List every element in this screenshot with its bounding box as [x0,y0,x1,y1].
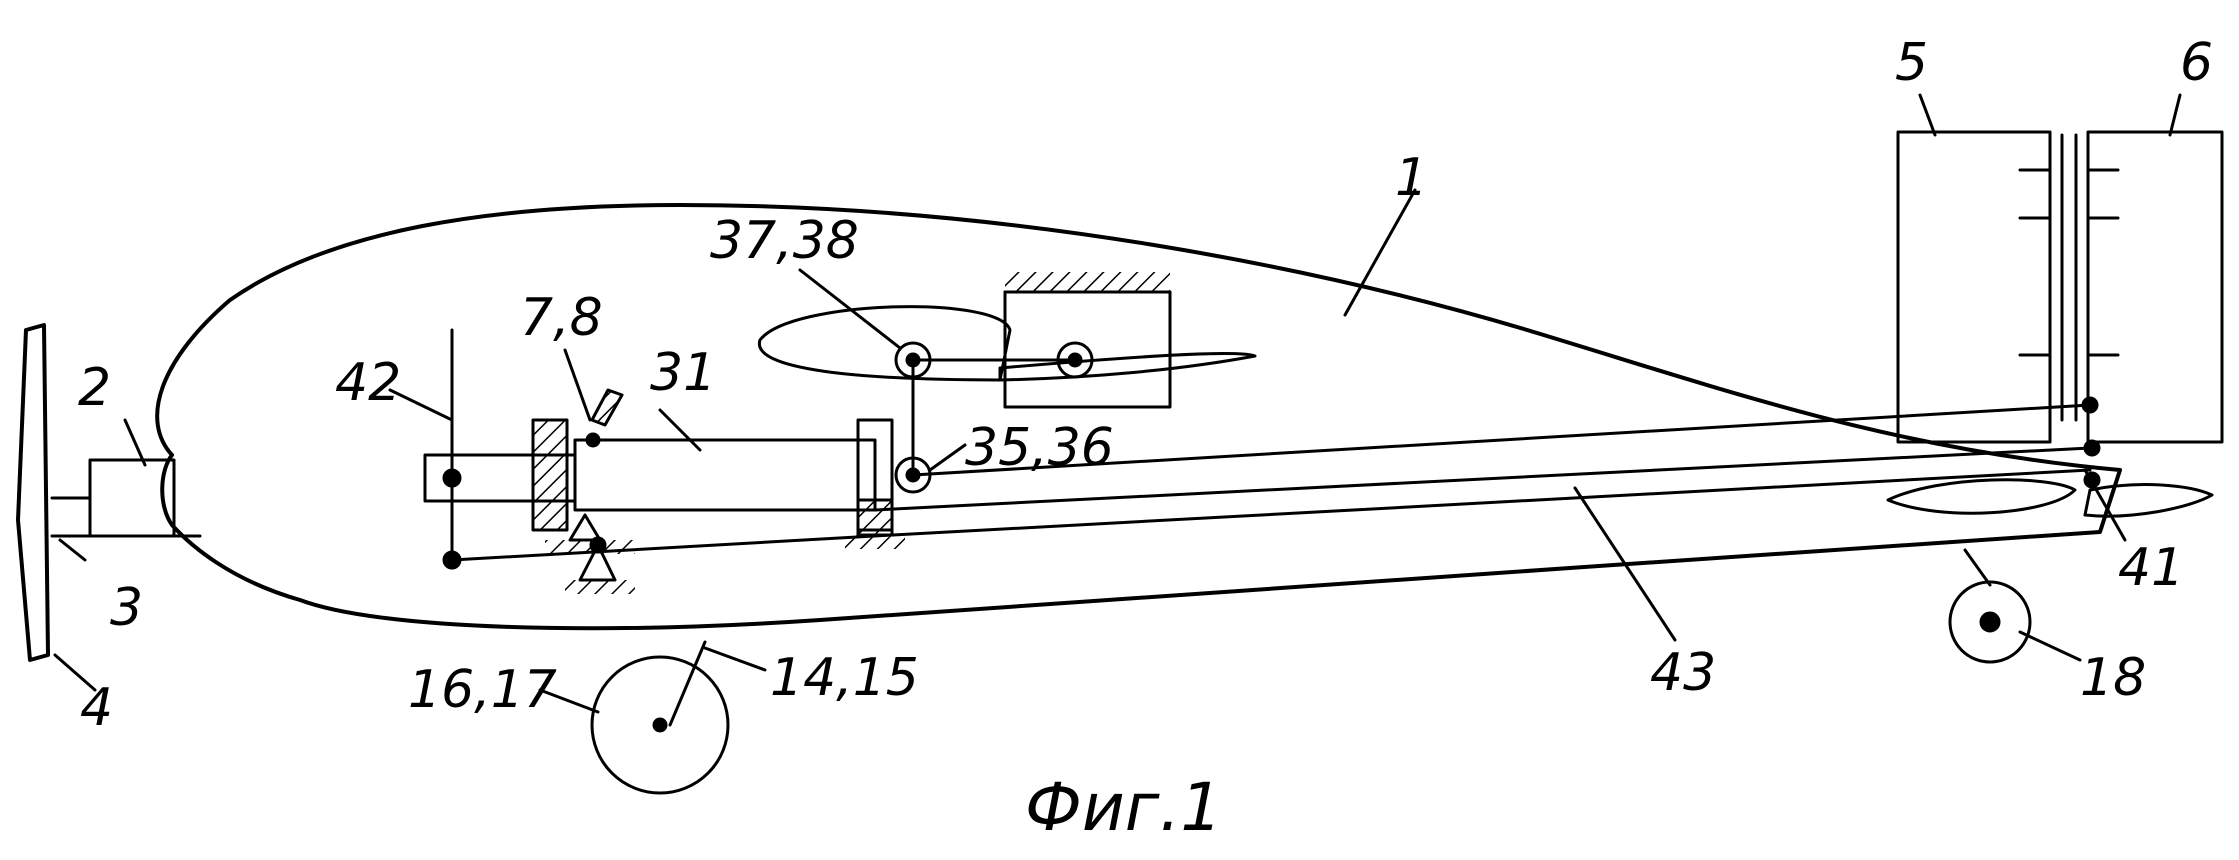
label-6: 6 [2180,33,2213,93]
label-37-38: 37,38 [710,211,859,271]
label-3: 3 [110,578,143,638]
ground-hatch-mid [565,580,635,594]
leader-37-38 [800,270,900,348]
wing-airfoil [1000,353,1255,380]
lower-link [452,535,893,560]
mount-right-hatch [858,500,892,535]
leader-7-8 [565,350,590,420]
main-wheel-hub [654,719,666,731]
lever-7-8-joint [587,434,599,446]
main-strut [670,642,705,725]
leader-2 [125,420,145,465]
label-42: 42 [335,353,401,413]
lever-42-joint-top [444,470,460,486]
leader-6 [2170,95,2180,135]
wing-section [759,307,1010,380]
tail-stabilizer-left [1888,480,2075,513]
leader-35-36 [930,445,965,470]
leader-18 [2020,632,2080,660]
support-joint [591,538,605,552]
label-35-36: 35,36 [965,418,1114,478]
tail-wheel-hub [1981,613,1999,631]
label-43: 43 [1650,643,1716,703]
housing-ground-hatch [1005,272,1170,292]
cylinder-31 [575,440,875,510]
tail-fin-6 [2088,132,2222,442]
mount-left [533,420,567,530]
label-41: 41 [2118,538,2184,598]
figure-caption: Фиг.1 [1025,769,1222,846]
leader-5 [1920,95,1935,135]
lever-7-8 [592,390,622,425]
label-31: 31 [650,343,716,403]
tail-joint-2 [2085,441,2099,455]
label-5: 5 [1895,33,1928,93]
label-14-15: 14,15 [770,648,919,708]
label-1: 1 [1395,148,1428,208]
tail-strut [1965,550,1990,585]
tail-joint-1 [2083,398,2097,412]
leader-3 [60,540,85,560]
label-2: 2 [78,358,111,418]
propeller-blade [18,325,48,660]
ground-support-left [570,515,600,540]
tail-fin-5 [1898,132,2050,442]
label-7-8: 7,8 [520,288,603,348]
leader-14-15 [705,648,765,670]
label-4: 4 [80,678,113,738]
leader-41 [2085,470,2125,540]
label-16-17: 16,17 [408,660,557,720]
leader-43 [1575,488,1675,640]
leader-31 [660,410,700,450]
label-18: 18 [2080,648,2146,708]
